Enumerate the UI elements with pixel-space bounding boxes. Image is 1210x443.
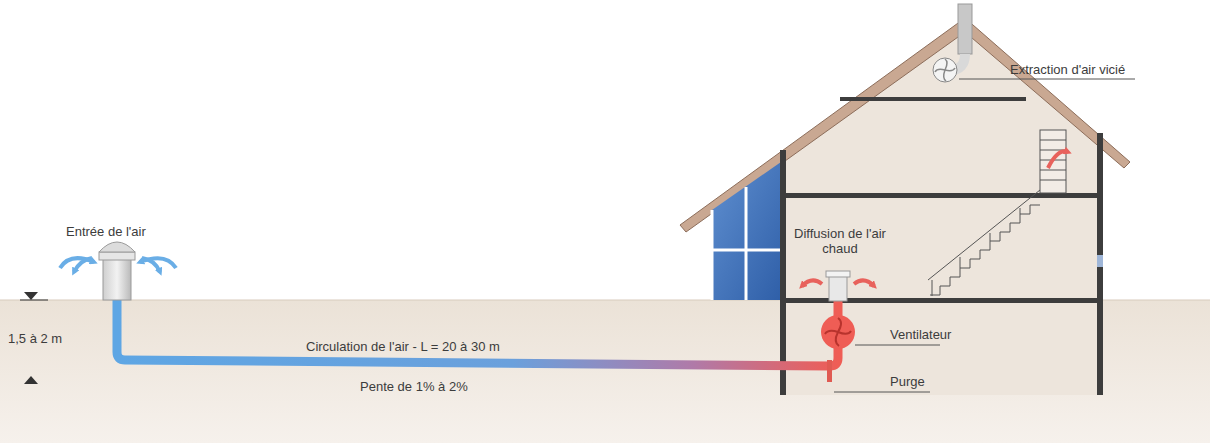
purge-label: Purge <box>890 374 925 389</box>
inlet-label: Entrée de l'air <box>66 224 146 239</box>
pipe-length-label: Circulation de l'air - L = 20 à 30 m <box>306 339 500 354</box>
fan-label: Ventilateur <box>890 327 951 342</box>
slope-label: Pente de 1% à 2% <box>360 379 468 394</box>
diffuser-label: Diffusion de l'air chaud <box>788 226 892 256</box>
exhaust-label: Extraction d'air vicié <box>1010 62 1125 77</box>
depth-dimension: 1,5 à 2 m <box>8 331 62 346</box>
